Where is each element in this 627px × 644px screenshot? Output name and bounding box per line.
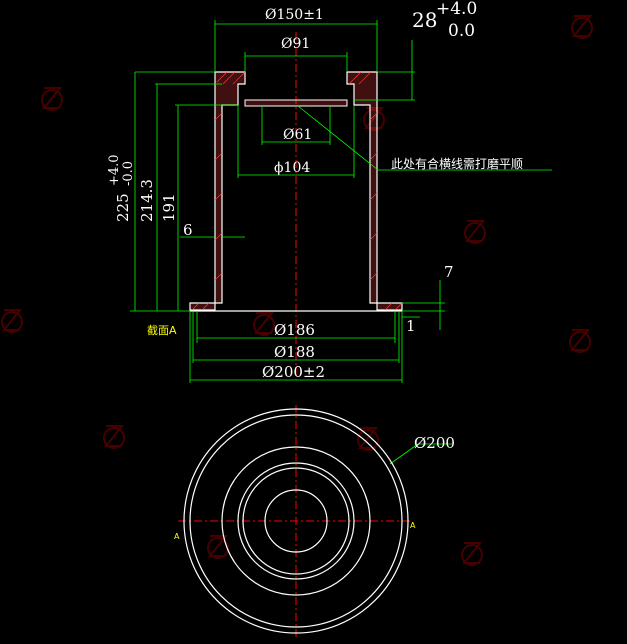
dim-base-mid-diameter: Ø188 bbox=[274, 343, 315, 361]
flange-inner-circle bbox=[189, 414, 403, 628]
dim-total-height: 225 bbox=[114, 193, 132, 222]
left-wall-section bbox=[189, 71, 246, 311]
watermark-logo bbox=[571, 15, 593, 39]
inner-bore-plate bbox=[244, 99, 348, 107]
dim-total-height-lower-tol: -0.0 bbox=[121, 161, 136, 186]
dim-base-outer-diameter: Ø200±2 bbox=[262, 363, 325, 381]
dim-inner-top-diameter: Ø91 bbox=[281, 36, 310, 52]
dim-total-height-upper-tol: +4.0 bbox=[107, 154, 122, 186]
right-wall-section bbox=[346, 71, 403, 311]
watermark-logo bbox=[207, 535, 229, 559]
outer-flange-circle bbox=[183, 408, 409, 634]
watermark-logo bbox=[1, 309, 23, 333]
watermark-logo bbox=[461, 542, 483, 566]
watermark-logo bbox=[569, 329, 591, 353]
step-circle bbox=[242, 467, 350, 575]
hatch-pattern bbox=[191, 71, 403, 311]
section-mark-left: A bbox=[174, 532, 180, 541]
dim-bore-diameter: Ø61 bbox=[283, 127, 312, 143]
dim-flange-height: 7 bbox=[444, 263, 454, 281]
watermark-logo bbox=[464, 220, 486, 244]
watermark-logo bbox=[357, 427, 379, 451]
dim-mid-height: 214.3 bbox=[138, 179, 156, 222]
concentric-circles bbox=[183, 408, 409, 634]
bore-circle bbox=[264, 489, 328, 553]
polish-note: 此处有合横线需打磨平顺 bbox=[391, 156, 523, 171]
wall-outer-circle bbox=[221, 446, 371, 596]
wall-inner-circle bbox=[237, 462, 355, 580]
dim-inner-height: 191 bbox=[160, 193, 178, 222]
dim-outer-top-diameter: Ø150±1 bbox=[265, 7, 324, 23]
plan-view: Ø200 A A bbox=[174, 405, 455, 640]
dim-top-height-upper-tol: +4.0 bbox=[436, 0, 477, 19]
dim-top-height-lower-tol: 0.0 bbox=[448, 21, 475, 41]
watermark-logo bbox=[103, 425, 125, 449]
dim-wall-thickness: 6 bbox=[183, 221, 193, 239]
watermark-group bbox=[1, 15, 593, 566]
section-mark-right: A bbox=[410, 521, 416, 530]
section-view: Ø150±1 Ø91 28 +4.0 0.0 Ø61 ϕ104 此处有合横线需打… bbox=[107, 0, 552, 465]
dim-plan-diameter: Ø200 bbox=[414, 434, 455, 452]
dimension-lines bbox=[130, 20, 552, 465]
dim-base-gap: 1 bbox=[406, 317, 416, 335]
dim-base-inner-diameter: Ø186 bbox=[274, 321, 315, 339]
section-label: 截面A bbox=[147, 323, 177, 337]
watermark-logo bbox=[41, 87, 63, 111]
dim-wall-inner-diameter: ϕ104 bbox=[274, 160, 310, 176]
watermark-logo bbox=[363, 107, 385, 131]
watermark-logo bbox=[253, 312, 275, 336]
dim-top-height: 28 bbox=[412, 8, 437, 32]
